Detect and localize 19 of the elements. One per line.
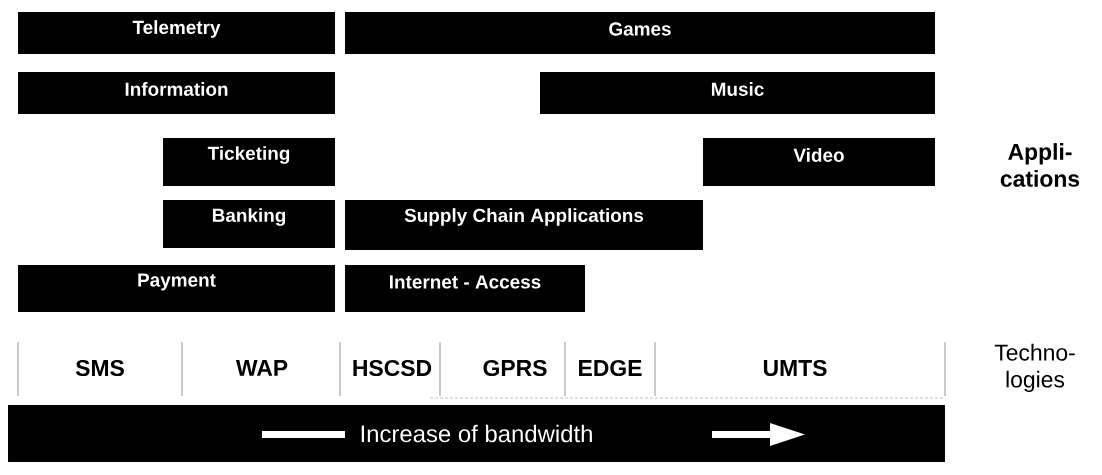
technology-label: GPRS <box>483 359 547 377</box>
category-label: Appli- cations <box>1000 143 1080 187</box>
application-bar: Telemetry <box>18 12 335 54</box>
application-bar: Games <box>345 12 935 54</box>
technology-label: UMTS <box>763 359 827 377</box>
technology-label: EDGE <box>579 359 642 377</box>
application-bar: Banking <box>163 200 335 248</box>
application-bar: Ticketing <box>163 138 335 186</box>
technology-label: WAP <box>235 360 288 376</box>
technology-label: SMS <box>75 359 124 377</box>
application-bar: Music <box>540 72 935 114</box>
application-bar: Video <box>703 138 935 186</box>
category-label: Techno- logies <box>994 343 1075 393</box>
bandwidth-bar: Increase of bandwidth <box>8 405 945 462</box>
application-bar: Information <box>18 72 335 114</box>
application-bar: Internet - Access <box>345 265 585 312</box>
application-bar: Payment <box>18 265 335 312</box>
application-bar: Supply Chain Applications <box>345 200 703 250</box>
technology-label: HSCSD <box>353 359 432 377</box>
